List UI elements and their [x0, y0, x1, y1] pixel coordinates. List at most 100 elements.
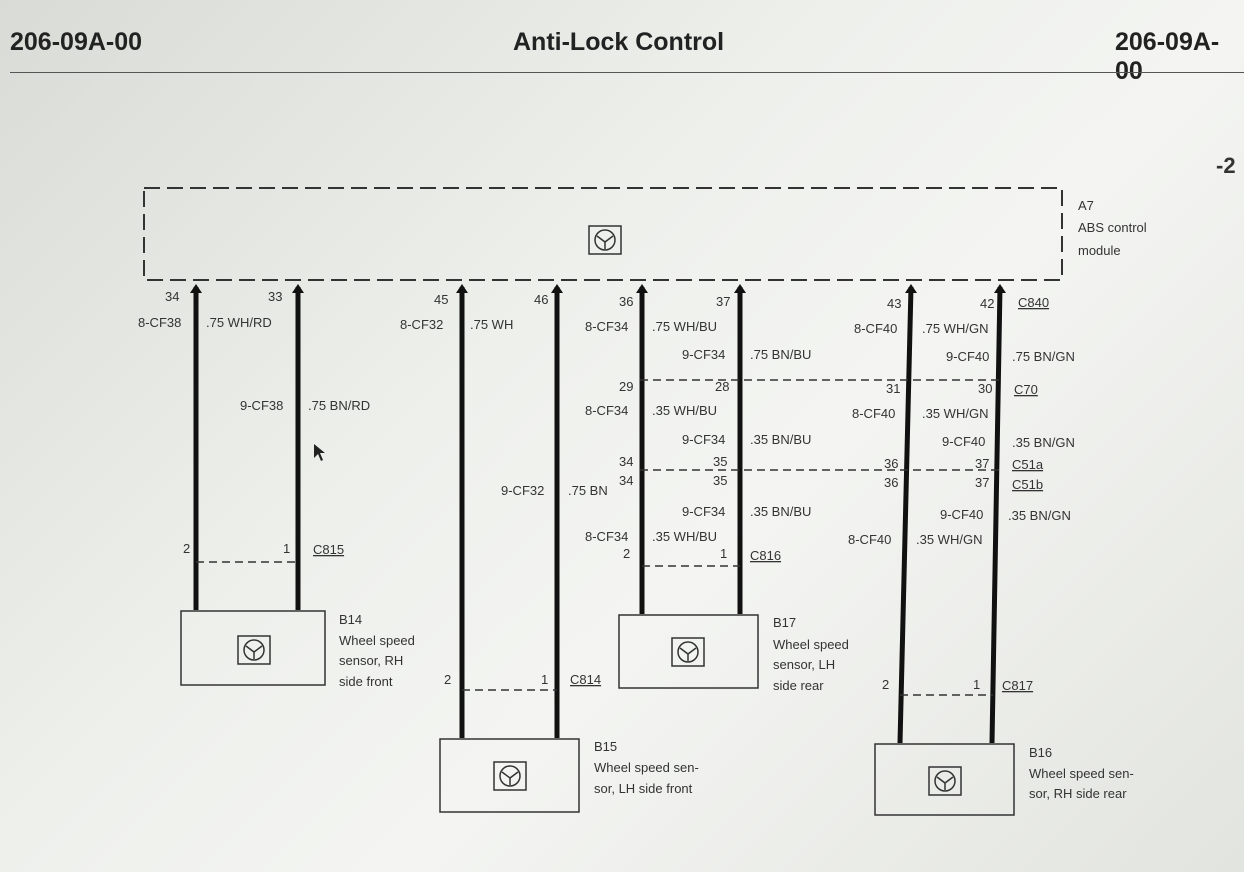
pin-34: 34: [165, 289, 179, 304]
module-name-line2: module: [1078, 243, 1121, 258]
wire-code: 9-CF34: [682, 347, 725, 362]
connector-c814: C814: [570, 672, 601, 687]
wire-code: 9-CF32: [501, 483, 544, 498]
pin-42: 42: [980, 296, 994, 311]
wire-code: 8-CF40: [854, 321, 897, 336]
pin-45: 45: [434, 292, 448, 307]
sensor-symbol-icon: [237, 635, 271, 665]
header-rule: [10, 72, 1244, 73]
connector-c70: C70: [1014, 382, 1038, 397]
pin-29: 29: [619, 379, 633, 394]
pin-35: 35: [713, 454, 727, 469]
sensor-b16-box: [874, 743, 1015, 816]
pin-1: 1: [973, 677, 980, 692]
abs-module-symbol-icon: [588, 225, 622, 255]
pin-36: 36: [884, 475, 898, 490]
page-title: Anti-Lock Control: [513, 28, 725, 56]
sensor-b17-box: [618, 614, 759, 689]
pin-43: 43: [887, 296, 901, 311]
wire-code: 8-CF34: [585, 403, 628, 418]
pin-2: 2: [444, 672, 451, 687]
wire-spec: .35 WH/GN: [922, 406, 988, 421]
pin-46: 46: [534, 292, 548, 307]
wire-spec: .75 WH/GN: [922, 321, 988, 336]
pin-34: 34: [619, 473, 633, 488]
sensor-b16-name: sor, RH side rear: [1029, 786, 1127, 801]
wire-spec: .75 WH: [470, 317, 513, 332]
wire-spec: .35 WH/BU: [652, 529, 717, 544]
sensor-b17-name: sensor, LH: [773, 657, 835, 672]
connector-c816: C816: [750, 548, 781, 563]
pin-1: 1: [283, 541, 290, 556]
connector-c815: C815: [313, 542, 344, 557]
connector-c51a: C51a: [1012, 457, 1044, 472]
sensor-b15-ref: B15: [594, 739, 617, 754]
pin-2: 2: [183, 541, 190, 556]
wire-spec: .75 WH/RD: [206, 315, 272, 330]
pin-31: 31: [886, 381, 900, 396]
pin-2: 2: [623, 546, 630, 561]
wire-spec: .75 BN/BU: [750, 347, 811, 362]
sensor-b14-ref: B14: [339, 612, 362, 627]
wire-code: 8-CF32: [400, 317, 443, 332]
sensor-b15-name: sor, LH side front: [594, 781, 693, 796]
module-pin-arrows: [190, 284, 1006, 293]
connector-c840: C840: [1018, 295, 1049, 310]
wire-code: 9-CF40: [946, 349, 989, 364]
sensor-b15-name: Wheel speed sen-: [594, 760, 699, 775]
wire-spec: .75 BN: [568, 483, 608, 498]
sensor-b17-name: side rear: [773, 678, 824, 693]
sensor-b17-ref: B17: [773, 615, 796, 630]
page-number: -2: [1216, 153, 1236, 178]
wire-code: 9-CF34: [682, 504, 725, 519]
pin-36: 36: [619, 294, 633, 309]
pin-36: 36: [884, 456, 898, 471]
connector-c51b: C51b: [1012, 477, 1043, 492]
module-ref: A7: [1078, 198, 1094, 213]
pin-37: 37: [716, 294, 730, 309]
abs-module-outline: [143, 187, 1063, 281]
wire-code: 8-CF40: [848, 532, 891, 547]
pin-35: 35: [713, 473, 727, 488]
pin-37: 37: [975, 475, 989, 490]
sensor-symbol-icon: [928, 766, 962, 796]
sensor-b14-name: side front: [339, 674, 393, 689]
pin-1: 1: [541, 672, 548, 687]
sensor-b17-name: Wheel speed: [773, 637, 849, 652]
wire-code: 9-CF40: [940, 507, 983, 522]
pin-37: 37: [975, 456, 989, 471]
wire-spec: .35 BN/GN: [1012, 435, 1075, 450]
pin-33: 33: [268, 289, 282, 304]
sensor-b14-name: Wheel speed: [339, 633, 415, 648]
sensor-b15-box: [439, 738, 580, 813]
wire-code: 8-CF38: [138, 315, 181, 330]
wire-cf40-9: [989, 286, 1003, 744]
wire-code: 8-CF40: [852, 406, 895, 421]
wire-spec: .75 WH/BU: [652, 319, 717, 334]
pin-30: 30: [978, 381, 992, 396]
wire-spec: .35 WH/BU: [652, 403, 717, 418]
wire-spec: .35 BN/BU: [750, 504, 811, 519]
mouse-cursor-icon: [314, 444, 325, 461]
wire-spec: .75 BN/RD: [308, 398, 370, 413]
pin-1: 1: [720, 546, 727, 561]
sensor-b14-name: sensor, RH: [339, 653, 403, 668]
section-code-right: 206-09A-00: [1115, 28, 1220, 85]
pin-28: 28: [715, 379, 729, 394]
wire-spec: .35 BN/GN: [1008, 508, 1071, 523]
wire-spec: .35 WH/GN: [916, 532, 982, 547]
sensor-b14-box: [180, 610, 326, 686]
connector-c817: C817: [1002, 678, 1033, 693]
sensor-b16-name: Wheel speed sen-: [1029, 766, 1134, 781]
sensor-b16-ref: B16: [1029, 745, 1052, 760]
sensor-symbol-icon: [671, 637, 705, 667]
pin-2: 2: [882, 677, 889, 692]
wire-code: 9-CF34: [682, 432, 725, 447]
wire-code: 9-CF40: [942, 434, 985, 449]
wire-code: 8-CF34: [585, 319, 628, 334]
wire-spec: .75 BN/GN: [1012, 349, 1075, 364]
pin-34: 34: [619, 454, 633, 469]
wire-cf40-8: [897, 286, 914, 744]
